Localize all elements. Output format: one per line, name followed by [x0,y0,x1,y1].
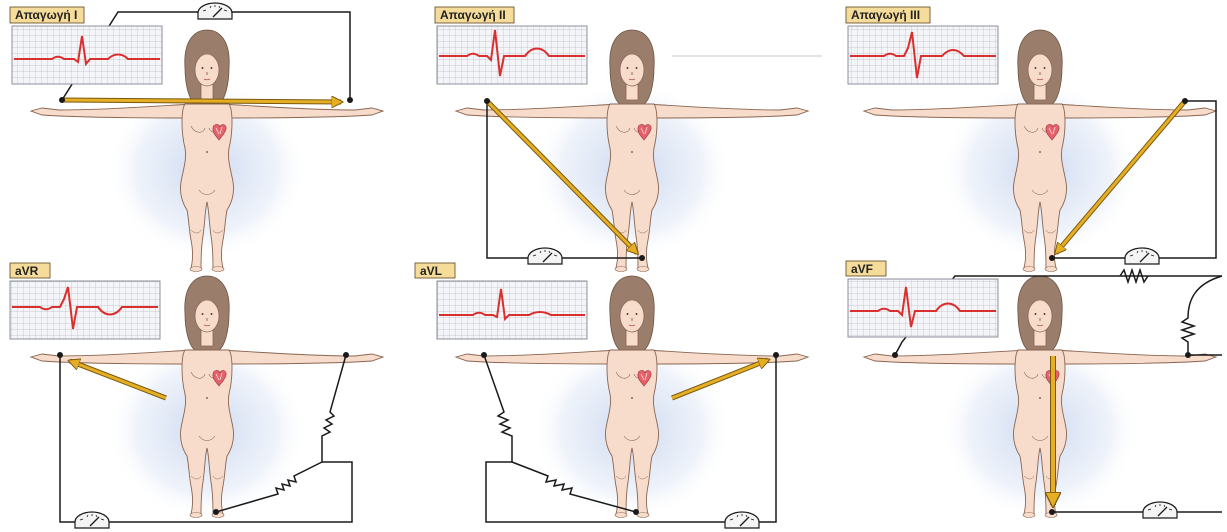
electrode-right-arm [892,352,898,358]
galvanometer-icon [725,512,759,528]
lead-label: Απαγωγή III [851,8,920,22]
electrode-left-arm [347,97,353,103]
resistor-icon [322,355,346,462]
ecg-strip [848,279,998,337]
electrode-right-arm [484,98,490,104]
panel-lead-ii: Απαγωγή II [435,7,822,272]
lead-label: aVR [15,264,39,278]
panel-lead-iii: Απαγωγή III [846,7,1216,272]
electrode-left-leg [1049,255,1055,261]
electrode-right-arm [59,97,65,103]
panel-avf: aVF [846,261,1222,520]
galvanometer-icon [1143,502,1177,518]
electrode-left-arm [773,352,779,358]
resistor-icon [484,355,512,462]
panel-avl: aVL [415,263,808,528]
ecg-strip [12,26,162,84]
electrode-right-arm [481,352,487,358]
electrode-right-arm [57,352,63,358]
lead-label: aVL [420,264,442,278]
galvanometer-icon [75,512,109,528]
electrode-left-leg [1049,509,1055,515]
ecg-strip [437,281,587,339]
electrode-left-leg [633,509,639,515]
panel-avr: aVR [10,263,383,528]
galvanometer-icon [528,248,562,264]
electrode-left-arm [1185,352,1191,358]
electrode-left-leg [213,509,219,515]
lead-label: Απαγωγή II [440,8,506,22]
lead-vector-arrow [62,100,341,102]
galvanometer-icon [198,3,232,19]
electrode-left-arm [1182,98,1188,104]
electrode-left-arm [343,352,349,358]
ecg-strip [10,281,160,339]
resistor-icon [1182,276,1222,355]
lead-label: aVF [851,262,873,276]
panel-lead-i: Απαγωγή I [10,3,383,272]
lead-label: Απαγωγή I [15,8,77,22]
electrode-left-leg [639,255,645,261]
galvanometer-icon [1125,248,1159,264]
